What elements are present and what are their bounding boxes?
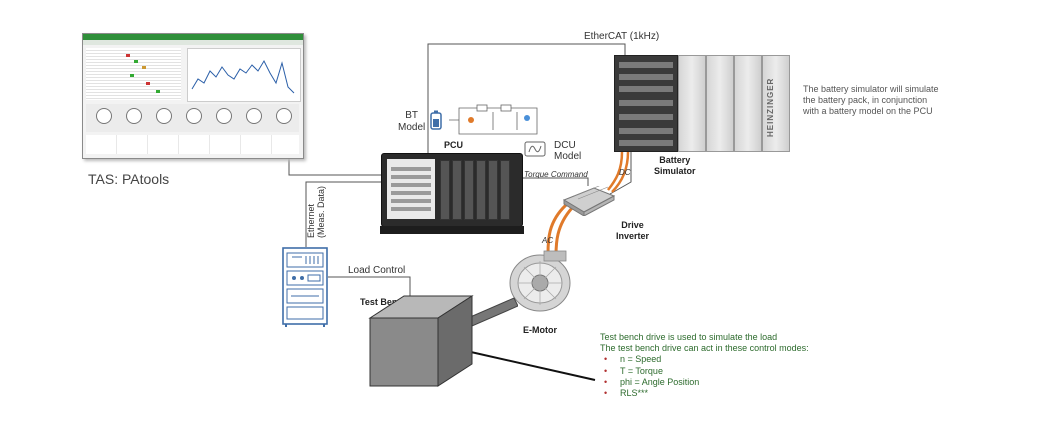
bench-line1: Test Bench — [360, 297, 408, 307]
control-mode-item: • phi = Angle Position — [600, 377, 900, 388]
patools-plot — [191, 59, 295, 94]
control-mode-rls: RLS*** — [620, 388, 649, 399]
pcu-chassis — [380, 153, 524, 234]
battery-note-line2: the battery pack, in conjunction — [803, 95, 928, 105]
torque-command-line — [521, 177, 589, 186]
battery-icon — [430, 110, 442, 130]
pcu-label: PCU — [444, 140, 464, 150]
bullet-icon: • — [604, 354, 608, 365]
ethernet-line1: Ethernet — [306, 203, 316, 238]
inverter-line2: Inverter — [616, 231, 650, 241]
control-mode-item: • n = Speed — [600, 354, 900, 365]
ethernet-line2: (Meas. Data) — [316, 185, 326, 238]
measurement-rack — [282, 247, 328, 327]
bt-model-line1: BT — [405, 110, 419, 121]
drive-inverter-label: Drive Inverter — [616, 220, 649, 242]
bullet-icon: • — [604, 365, 608, 376]
control-mode-item: • T = Torque — [600, 366, 900, 377]
bt-model-circuit-icon — [449, 104, 538, 135]
torque-command-label: Torque Command — [524, 170, 588, 179]
test-bench-note: Test bench drive is used to simulate the… — [600, 332, 900, 399]
tas-label: TAS: PAtools — [88, 171, 170, 187]
battery-note: The battery simulator will simulate the … — [803, 84, 939, 117]
patools-screenshot — [82, 33, 304, 159]
ac-label: AC — [542, 236, 554, 245]
bench-note-line1: Test bench drive is used to simulate the… — [600, 332, 778, 342]
dcu-line2: Model — [554, 151, 582, 162]
e-motor — [509, 250, 571, 312]
bt-model-label: BT Model — [398, 110, 425, 134]
ethercat-label: EtherCAT (1kHz) — [584, 31, 660, 42]
drive-inverter — [562, 186, 616, 216]
battery-note-line1: The battery simulator will simulate — [803, 84, 939, 94]
load-control-line — [328, 276, 411, 300]
battery-note-line3: with a battery model on the PCU — [803, 106, 933, 116]
bullet-icon: • — [604, 376, 608, 387]
control-mode-torque: T = Torque — [620, 365, 663, 376]
inverter-line1: Drive — [621, 220, 644, 230]
battery-line2: Simulator — [654, 166, 696, 176]
battery-simulator-label: Battery Simulator — [654, 155, 696, 177]
e-motor-label: E-Motor — [523, 325, 557, 335]
battery-simulator-cabinet: HEINZINGER — [614, 55, 790, 152]
dcu-model-label: DCU Model — [554, 140, 581, 162]
dc-label: DC — [619, 168, 631, 177]
battery-line1: Battery — [659, 155, 691, 165]
bullet-icon: • — [604, 388, 608, 399]
ethernet-line — [305, 181, 381, 247]
control-mode-item: • RLS*** — [600, 388, 900, 399]
patools-pcu-line — [288, 157, 381, 176]
heinzinger-logo: HEINZINGER — [766, 77, 775, 137]
control-mode-speed: n = Speed — [620, 354, 662, 365]
bt-model-line2: Model — [398, 122, 426, 133]
dcu-model-icon — [524, 141, 546, 157]
bench-note-line2: The test bench drive can act in these co… — [600, 343, 809, 354]
ethercat-line — [427, 43, 626, 153]
note-arrow — [461, 349, 596, 381]
test-bench-drive — [368, 295, 518, 387]
ac-cable — [546, 203, 568, 255]
dc-line — [609, 150, 632, 195]
control-mode-angle: phi = Angle Position — [620, 376, 700, 387]
dcu-line1: DCU — [554, 140, 576, 151]
load-control-label: Load Control — [348, 265, 406, 276]
